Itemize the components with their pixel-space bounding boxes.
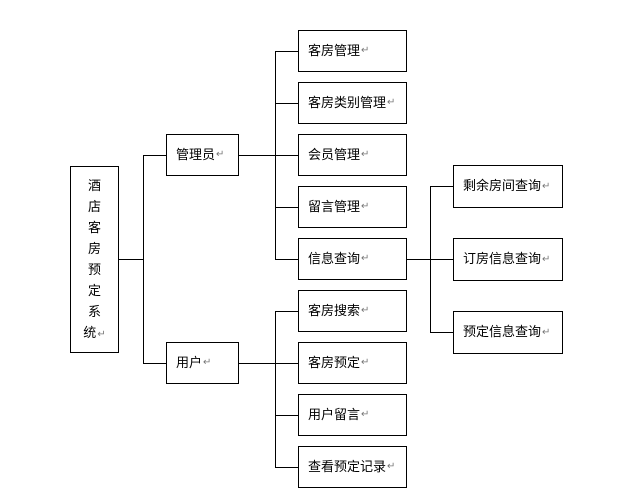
node-label: 管理员	[176, 147, 216, 163]
node-label: 客房预定	[308, 355, 361, 371]
room-order-query-node: 订房信息查询↵	[453, 238, 563, 281]
node-label: 客房类别管理	[308, 95, 387, 111]
root-label-char: 预	[87, 262, 101, 278]
room-category-management-node: 客房类别管理↵	[298, 82, 407, 124]
connector	[275, 155, 299, 156]
paragraph-mark-icon: ↵	[387, 461, 396, 472]
connector	[275, 311, 299, 312]
node-label: 订房信息查询	[463, 252, 542, 267]
connector	[275, 103, 299, 104]
connector	[143, 363, 167, 364]
root-label-char: 店	[87, 199, 101, 215]
paragraph-mark-icon: ↵	[361, 409, 370, 420]
node-label: 客房管理	[308, 43, 361, 59]
connector	[430, 332, 454, 333]
connector	[238, 155, 275, 156]
info-query-node: 信息查询↵	[298, 238, 407, 280]
connector	[275, 467, 299, 468]
connector	[406, 259, 430, 260]
room-management-node: 客房管理↵	[298, 30, 407, 72]
node-label: 客房搜索	[308, 303, 361, 319]
root-label-char: 酒	[87, 178, 101, 194]
connector	[238, 363, 275, 364]
paragraph-mark-icon: ↵	[361, 45, 370, 56]
paragraph-mark-icon: ↵	[361, 149, 370, 160]
node-label: 会员管理	[308, 147, 361, 163]
paragraph-mark-icon: ↵	[542, 326, 551, 338]
user-message-node: 用户留言↵	[298, 394, 407, 436]
root-label-char: 定	[87, 283, 101, 299]
paragraph-mark-icon: ↵	[203, 357, 212, 368]
member-management-node: 会员管理↵	[298, 134, 407, 176]
paragraph-mark-icon: ↵	[216, 149, 225, 160]
booking-info-query-node: 预定信息查询↵	[453, 311, 563, 354]
paragraph-mark-icon: ↵	[361, 305, 370, 316]
paragraph-mark-icon: ↵	[542, 253, 551, 265]
paragraph-mark-icon: ↵	[361, 253, 370, 264]
paragraph-mark-icon: ↵	[97, 328, 106, 340]
paragraph-mark-icon: ↵	[542, 180, 551, 192]
connector	[143, 155, 144, 363]
connector	[430, 259, 454, 260]
node-label: 用户留言	[308, 407, 361, 423]
paragraph-mark-icon: ↵	[387, 97, 396, 108]
connector	[119, 259, 143, 260]
root-label-char: 房	[87, 241, 101, 257]
view-booking-records-node: 查看预定记录↵	[298, 446, 407, 488]
connector	[143, 155, 167, 156]
node-label: 查看预定记录	[308, 459, 387, 475]
connector	[275, 51, 299, 52]
node-label: 用户	[176, 355, 203, 371]
connector	[430, 186, 454, 187]
node-label: 剩余房间查询	[463, 179, 542, 194]
node-label: 预定信息查询	[463, 325, 542, 340]
root-label-char: 统↵	[83, 325, 106, 341]
remaining-rooms-query-node: 剩余房间查询↵	[453, 165, 563, 208]
room-booking-node: 客房预定↵	[298, 342, 407, 384]
paragraph-mark-icon: ↵	[361, 201, 370, 212]
root-label-char: 客	[87, 220, 101, 236]
connector	[275, 363, 299, 364]
connector	[275, 415, 299, 416]
room-search-node: 客房搜索↵	[298, 290, 407, 332]
user-node: 用户↵	[166, 342, 239, 384]
node-label: 信息查询	[308, 251, 361, 267]
connector	[275, 311, 276, 467]
root-node: 酒店客房预定系统↵	[70, 166, 119, 353]
connector	[275, 207, 299, 208]
paragraph-mark-icon: ↵	[361, 357, 370, 368]
message-management-node: 留言管理↵	[298, 186, 407, 228]
node-label: 留言管理	[308, 199, 361, 215]
connector	[275, 259, 299, 260]
root-label-char: 系	[87, 304, 101, 320]
admin-node: 管理员↵	[166, 134, 239, 176]
